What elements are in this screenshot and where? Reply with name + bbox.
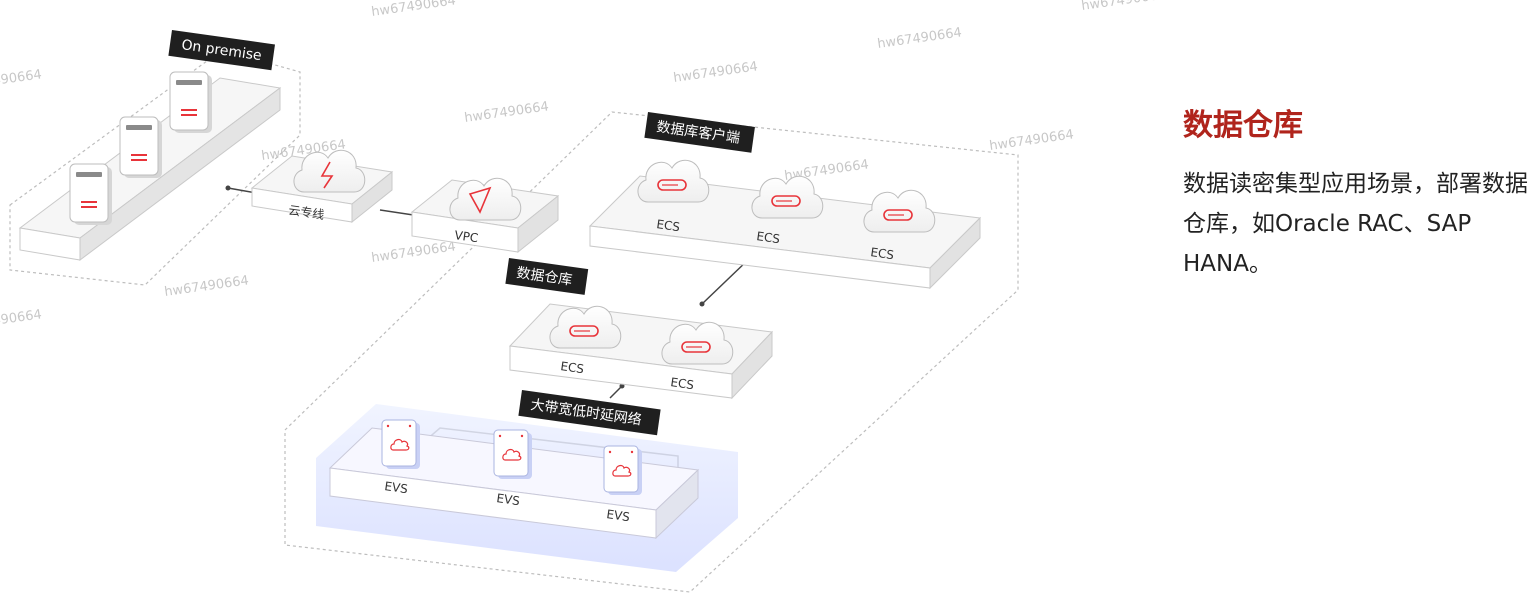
ecs-cloud-icon (863, 189, 936, 233)
watermark-text: hw67490664 (988, 127, 1074, 154)
connector-warehouse-network (609, 385, 623, 399)
server-icon (119, 116, 162, 178)
ecs-label: ECS (670, 375, 695, 392)
ecs-cloud-icon (637, 159, 710, 203)
connector-client-warehouse (701, 257, 751, 305)
region-outlines (9, 49, 1019, 593)
evs-disk-icon (603, 445, 642, 495)
evs-label: EVS (384, 479, 409, 496)
on-premise-servers (69, 71, 212, 225)
watermark-text: hw67490664 (1080, 0, 1160, 14)
watermark-text: hw67490664 (370, 239, 456, 266)
evs-disk-icon (493, 429, 532, 479)
vpc-node: VPC (410, 177, 560, 254)
ecs-cloud-icon (549, 305, 622, 349)
data-warehouse-tag-label: 数据仓库 (515, 265, 573, 289)
watermark-text: hw67490664 (463, 99, 549, 126)
watermark-text: hw67490664 (0, 67, 43, 94)
evs-disk-icon (381, 419, 420, 469)
panel-description: 数据读密集型应用场景，部署数据仓库，如Oracle RAC、SAP HANA。 (1183, 171, 1528, 277)
cloud-line-label: 云专线 (288, 202, 326, 222)
ecs-cloud-icon (751, 175, 824, 219)
data-warehouse-tag: 数据仓库 (505, 258, 589, 295)
ecs-label: ECS (560, 359, 585, 376)
cloud-icon (293, 149, 366, 193)
watermark-text: hw67490664 (163, 273, 249, 300)
watermark-text: hw67490664 (876, 25, 962, 52)
ecs-label: ECS (656, 217, 681, 234)
db-client-tag: 数据库客户端 (644, 111, 755, 153)
watermark-text: hw67490664 (370, 0, 456, 20)
server-icon (69, 163, 112, 225)
ecs-label: ECS (756, 229, 781, 246)
description-panel: 数据仓库 数据读密集型应用场景，部署数据仓库，如Oracle RAC、SAP H… (1183, 106, 1533, 284)
evs-label: EVS (606, 507, 631, 524)
on-premise-tag: On premise (168, 30, 275, 71)
server-icon (169, 71, 212, 133)
cloud-region (284, 111, 1019, 593)
vpc-cloud-icon (449, 177, 522, 221)
watermark-text: hw67490664 (0, 307, 43, 334)
ecs-label: ECS (870, 245, 895, 262)
evs-group: 大带宽低时延网络 EVS EVS EVS (316, 390, 738, 572)
evs-label: EVS (496, 491, 521, 508)
vpc-label: VPC (454, 228, 480, 245)
watermark-text: hw67490664 (672, 59, 758, 86)
ecs-cloud-icon (661, 321, 734, 365)
data-warehouse-group: 数据仓库 ECS ECS (505, 258, 774, 400)
db-client-group: 数据库客户端 ECS ECS ECS (588, 111, 982, 290)
architecture-diagram: hw67490664 hw67490664 hw67490664 hw67490… (0, 0, 1160, 593)
on-premise-region (9, 49, 301, 286)
panel-title: 数据仓库 (1183, 108, 1303, 143)
cloud-line-node: 云专线 (250, 149, 394, 224)
